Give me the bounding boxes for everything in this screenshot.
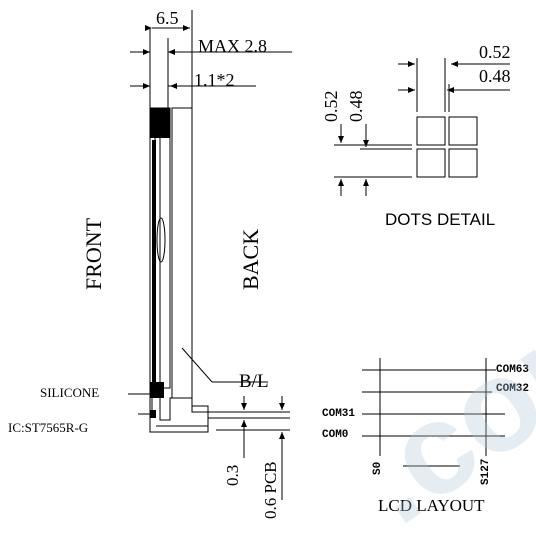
dim-0-3-label: 0.3 <box>223 464 242 486</box>
dots-0-52-left-label: 0.52 <box>321 90 341 123</box>
dots-detail-title: DOTS DETAIL <box>385 210 496 229</box>
dot-3 <box>416 148 446 178</box>
dots-detail-drawing <box>334 58 510 196</box>
com32-label: COM32 <box>496 383 530 395</box>
ic-chip <box>150 410 156 418</box>
bl-label: B/L <box>239 371 269 392</box>
flex-cable-ellipse <box>156 217 166 263</box>
dot-4 <box>448 148 478 178</box>
front-label: FRONT <box>81 217 106 290</box>
lcd-layout-drawing <box>362 358 505 467</box>
dots-0-48-left-label: 0.48 <box>346 90 366 123</box>
dim-1-1x2-label: 1.1*2 <box>194 70 235 90</box>
polarizer-black <box>150 108 170 138</box>
com31-label: COM31 <box>322 408 356 420</box>
dim-max-2-8-label: MAX 2.8 <box>198 36 268 56</box>
drawing-canvas <box>128 10 510 500</box>
back-label: BACK <box>238 228 263 290</box>
backlight-block <box>171 107 193 399</box>
dim-0-6-pcb-label: 0.6 PCB <box>261 461 280 519</box>
lcd-layout-title: LCD LAYOUT <box>378 496 485 515</box>
dot-2 <box>448 116 478 146</box>
com63-label: COM63 <box>496 364 530 376</box>
silicone-blob <box>150 382 164 398</box>
dot-1 <box>416 116 446 146</box>
com0-label: COM0 <box>322 429 349 441</box>
module-side-view <box>128 10 292 500</box>
dots-0-48-top-label: 0.48 <box>479 66 511 86</box>
connector <box>191 405 209 413</box>
dim-6-5-label: 6.5 <box>156 8 179 28</box>
ic-label: IC:ST7565R-G <box>8 420 89 435</box>
front-polarizer <box>152 140 156 386</box>
dots-0-52-top-label: 0.52 <box>479 42 511 62</box>
silicone-label: SILICONE <box>40 385 100 400</box>
pcb-assembly <box>149 388 209 433</box>
bl-leader-diag <box>181 347 213 383</box>
